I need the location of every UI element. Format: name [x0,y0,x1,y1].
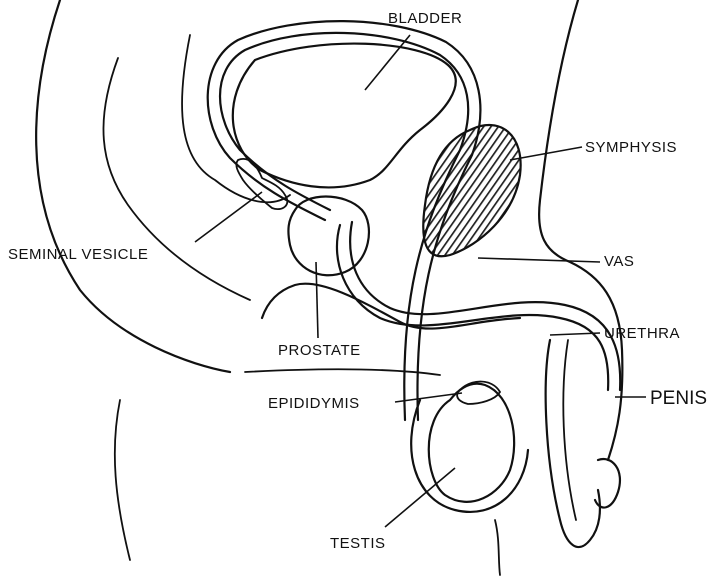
penis-inner-line [563,340,576,520]
scrotum-base-line [495,520,500,575]
testis-outline [429,384,514,502]
testis-leader [385,468,455,527]
label-epididymis: EPIDIDYMIS [268,395,360,412]
penis-outline [546,340,600,547]
label-prostate: PROSTATE [278,342,361,359]
label-bladder: BLADDER [388,10,462,27]
lower-contour [245,369,440,375]
vas-leader [478,258,600,262]
back-contour-outer [36,0,230,372]
label-urethra: URETHRA [604,325,680,342]
seminal-vesicle-leader [195,192,262,242]
bladder-outline [233,44,456,188]
label-seminal-vesicle: SEMINAL VESICLE [8,246,148,263]
urethra-upper [337,225,608,390]
label-vas: VAS [604,253,634,270]
urethra-leader [550,333,600,335]
label-testis: TESTIS [330,535,386,552]
epididymis-shape [457,382,500,405]
abdominal-wall [539,0,622,460]
label-penis: PENIS [650,388,707,409]
leg-contour [115,400,130,560]
back-contour-middle [103,58,250,300]
label-symphysis: SYMPHYSIS [585,139,677,156]
urethra-lower [350,222,620,390]
